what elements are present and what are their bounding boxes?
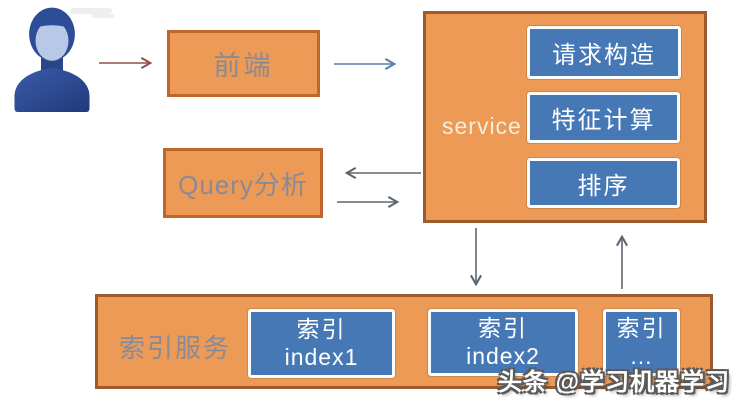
index2-box: 索引 index2 <box>428 309 578 376</box>
watermark: 头条 @学习机器学习 <box>498 369 731 396</box>
module-ranking: 排序 <box>527 158 680 208</box>
smudge-mark <box>92 14 114 18</box>
index-title: 索引 <box>478 314 528 341</box>
index1-box: 索引 index1 <box>248 309 395 378</box>
smudge-mark <box>70 8 112 14</box>
module-label: 请求构造 <box>552 42 656 69</box>
module-label: 排序 <box>577 172 630 200</box>
frontend-label: 前端 <box>213 51 274 81</box>
index-title: 索引 <box>296 315 347 342</box>
index-service-label: 索引服务 <box>119 333 232 363</box>
index-subtitle: index1 <box>284 343 359 370</box>
index-subtitle: index2 <box>466 342 540 369</box>
index-subtitle: ... <box>630 342 653 369</box>
module-feature-computation: 特征计算 <box>527 92 680 143</box>
index-more-box: 索引 ... <box>603 309 680 376</box>
service-label: service <box>442 113 522 139</box>
query-analysis-label: Query分析 <box>178 169 308 200</box>
index-service-box: 索引服务 索引 index1 索引 index2 索引 ... <box>95 294 713 389</box>
query-analysis-box: Query分析 <box>163 148 323 218</box>
module-request-construction: 请求构造 <box>527 26 681 79</box>
frontend-box: 前端 <box>167 30 320 97</box>
service-box: service 请求构造 特征计算 排序 <box>423 11 707 223</box>
user-icon <box>14 7 90 112</box>
module-label: 特征计算 <box>551 107 656 134</box>
index-title: 索引 <box>616 314 667 341</box>
